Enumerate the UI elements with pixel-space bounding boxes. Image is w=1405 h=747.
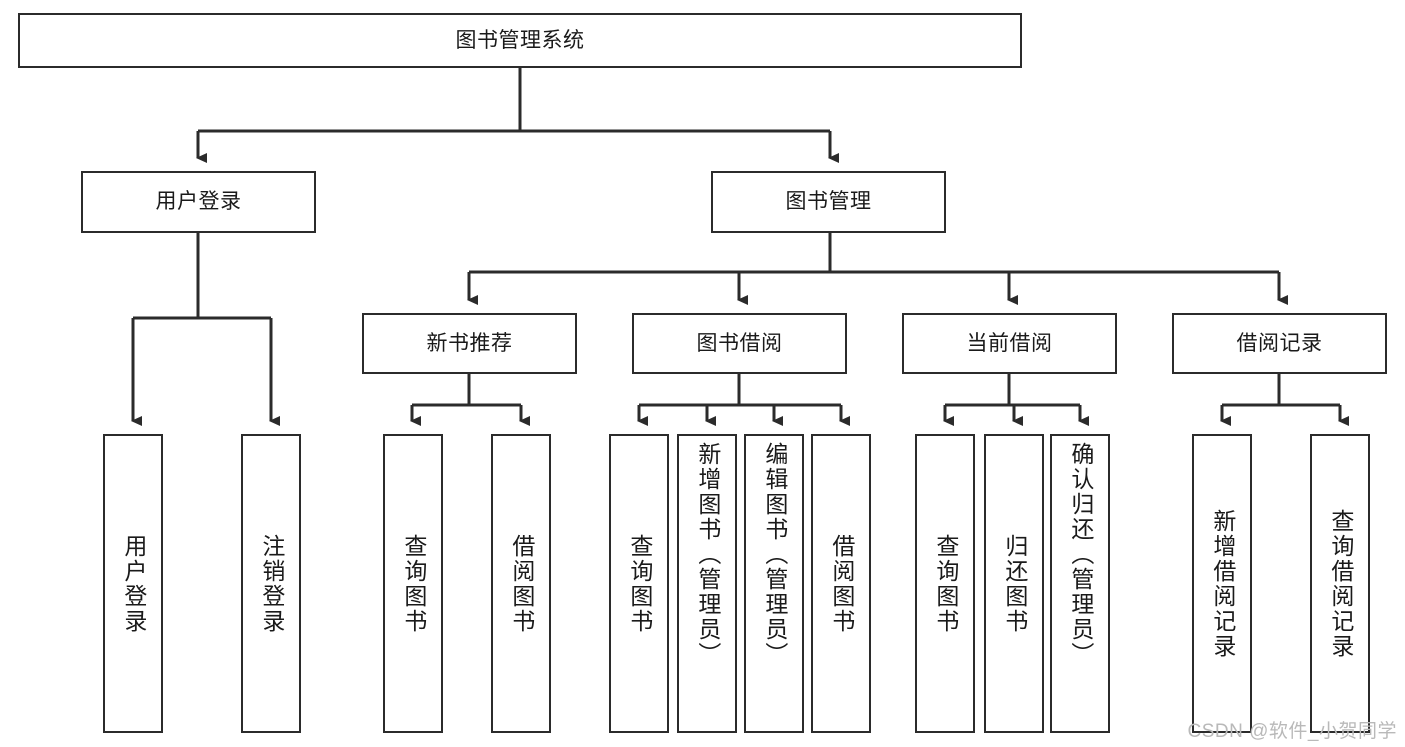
csdn-watermark: CSDN @软件_小贺同学	[1187, 721, 1397, 742]
node-new-book-recommend[interactable]: 新书推荐	[362, 313, 577, 374]
leaf-new-book-borrow-book[interactable]: 借阅图书	[491, 434, 551, 733]
node-label: 查询图书	[932, 533, 959, 634]
node-current-borrow[interactable]: 当前借阅	[902, 313, 1117, 374]
leaf-user-login-logout[interactable]: 注销登录	[241, 434, 301, 733]
node-label: 注销登录	[258, 533, 285, 634]
node-label: 当前借阅	[966, 331, 1053, 355]
node-book-management[interactable]: 图书管理	[711, 171, 946, 233]
node-label: 图书管理系统	[455, 28, 585, 52]
leaf-borrow-record-add-record[interactable]: 新增借阅记录	[1192, 434, 1252, 733]
leaf-book-borrow-edit-book-admin[interactable]: 编辑图书（管理员）	[744, 434, 804, 733]
node-borrow-record[interactable]: 借阅记录	[1172, 313, 1387, 374]
node-label: 新书推荐	[426, 331, 513, 355]
node-label: 编辑图书（管理员）	[761, 442, 788, 667]
leaf-book-borrow-query-book[interactable]: 查询图书	[609, 434, 669, 733]
node-label: 确认归还（管理员）	[1067, 442, 1094, 667]
leaf-borrow-record-query-record[interactable]: 查询借阅记录	[1310, 434, 1370, 733]
leaf-current-borrow-confirm-return-admin[interactable]: 确认归还（管理员）	[1050, 434, 1110, 733]
node-label: 查询借阅记录	[1327, 508, 1354, 659]
node-label: 用户登录	[120, 533, 147, 634]
leaf-new-book-query-book[interactable]: 查询图书	[383, 434, 443, 733]
node-label: 借阅图书	[828, 533, 855, 634]
leaf-book-borrow-borrow-book[interactable]: 借阅图书	[811, 434, 871, 733]
node-label: 查询图书	[626, 533, 653, 634]
node-label: 用户登录	[155, 190, 242, 214]
node-label: 归还图书	[1001, 533, 1028, 634]
node-book-borrow[interactable]: 图书借阅	[632, 313, 847, 374]
node-root-book-management-system[interactable]: 图书管理系统	[18, 13, 1022, 68]
leaf-current-borrow-return-book[interactable]: 归还图书	[984, 434, 1044, 733]
node-label: 图书借阅	[696, 331, 783, 355]
leaf-book-borrow-add-book-admin[interactable]: 新增图书（管理员）	[677, 434, 737, 733]
node-label: 借阅记录	[1236, 331, 1323, 355]
node-label: 查询图书	[400, 533, 427, 634]
node-label: 新增借阅记录	[1209, 508, 1236, 659]
leaf-current-borrow-query-book[interactable]: 查询图书	[915, 434, 975, 733]
node-label: 新增图书（管理员）	[694, 442, 721, 667]
leaf-user-login-login[interactable]: 用户登录	[103, 434, 163, 733]
node-user-login[interactable]: 用户登录	[81, 171, 316, 233]
node-label: 图书管理	[785, 190, 872, 214]
node-label: 借阅图书	[508, 533, 535, 634]
